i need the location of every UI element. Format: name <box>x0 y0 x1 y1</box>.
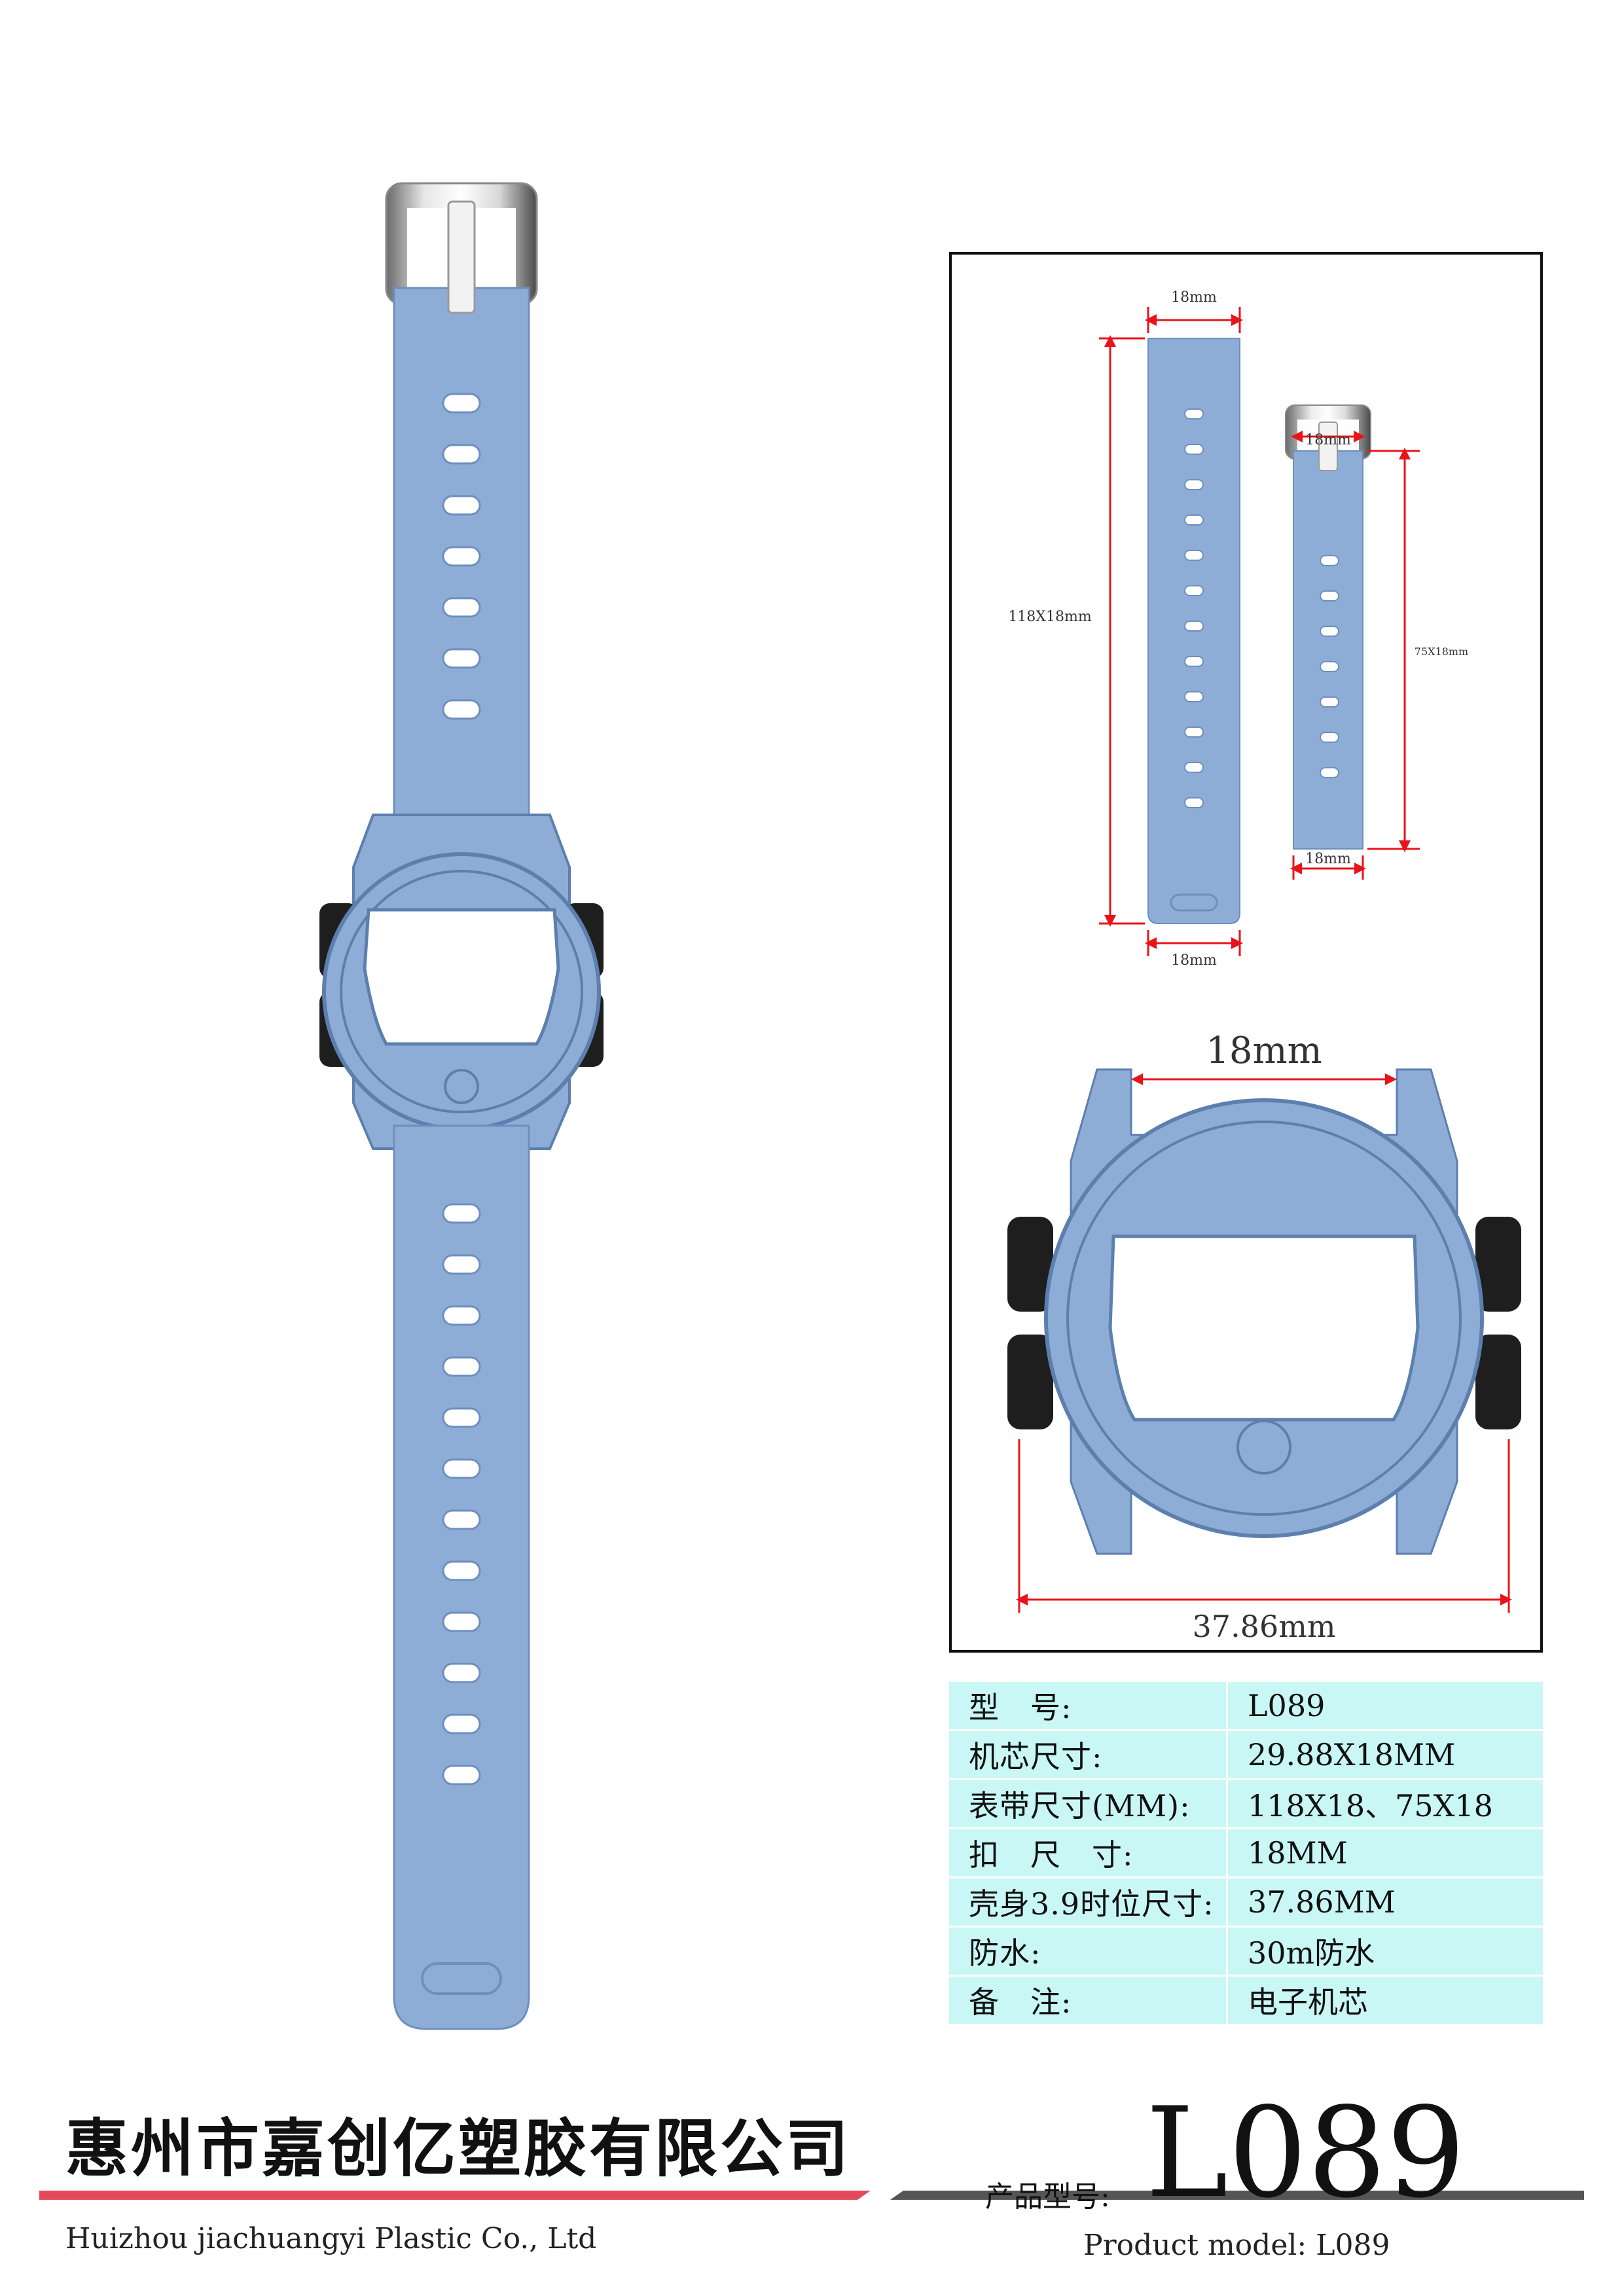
table-row: 机芯尺寸:29.88X18MM <box>949 1730 1543 1780</box>
strap-hole <box>442 1356 481 1377</box>
strap-hole <box>1184 479 1204 490</box>
dim-top-strap-length: 118X18mm <box>1008 609 1092 625</box>
spec-value: 37.86MM <box>1227 1877 1543 1928</box>
dim-bottom-strap-length: 75X18mm <box>1415 645 1468 658</box>
strap-hole <box>1184 550 1204 561</box>
strap-hole <box>442 1713 481 1734</box>
spec-value: 30m防水 <box>1227 1926 1543 1977</box>
spec-key: 扣 尺 寸: <box>949 1828 1228 1878</box>
strap-hole <box>442 495 481 516</box>
strap-hole <box>1184 726 1204 738</box>
spec-key: 备 注: <box>949 1975 1228 2026</box>
dim-top-strap-width: 18mm <box>1171 289 1217 306</box>
strap-hole <box>1320 732 1339 743</box>
dim-bottom-strap-width: 18mm <box>1305 851 1351 867</box>
strap-hole <box>1184 797 1204 808</box>
dim-case-width: 37.86mm <box>1193 1609 1336 1644</box>
spec-key: 型 号: <box>949 1682 1228 1731</box>
company-name-en: Huizhou jiachuangyi Plastic Co., Ltd <box>65 2222 597 2255</box>
spec-key: 壳身3.9时位尺寸: <box>949 1877 1228 1928</box>
strap-hole <box>442 1560 481 1581</box>
model-label-en: Product model: L089 <box>1083 2229 1390 2262</box>
dim-lug-width: 18mm <box>1206 1030 1322 1072</box>
strap-hole <box>442 597 481 618</box>
watch-full-illustration <box>319 182 604 2030</box>
strap-hole <box>1184 620 1204 632</box>
table-row: 型 号:L089 <box>949 1682 1543 1731</box>
strap-hole <box>442 1254 481 1275</box>
short-strap-drawing <box>1285 404 1371 850</box>
spec-value: 电子机芯 <box>1227 1975 1543 2026</box>
strap-hole <box>442 648 481 669</box>
strap-hole <box>1320 696 1339 708</box>
strap-hole <box>442 1407 481 1428</box>
strap-hole <box>1184 691 1204 702</box>
spec-value: 18MM <box>1227 1828 1543 1878</box>
long-strap-holes <box>1184 408 1204 808</box>
strap-hole <box>442 393 481 414</box>
top-strap <box>393 200 530 839</box>
spec-table-body: 型 号:L089 机芯尺寸:29.88X18MM 表带尺寸(MM):118X18… <box>949 1682 1543 2026</box>
company-name-cn: 惠州市嘉创亿塑胶有限公司 <box>65 2111 851 2185</box>
model-label-cn: 产品型号: <box>985 2180 1110 2214</box>
strap-hole <box>1184 408 1204 420</box>
model-code: L089 <box>1146 2081 1466 2225</box>
strap-hole <box>442 546 481 567</box>
table-row: 壳身3.9时位尺寸:37.86MM <box>949 1877 1543 1928</box>
strap-hole <box>442 1305 481 1326</box>
table-row: 备 注:电子机芯 <box>949 1975 1543 2026</box>
strap-hole <box>1184 656 1204 667</box>
strap-hole <box>442 1509 481 1530</box>
table-row: 防水:30m防水 <box>949 1926 1543 1977</box>
spec-table: 型 号:L089 机芯尺寸:29.88X18MM 表带尺寸(MM):118X18… <box>949 1682 1543 2026</box>
strap-hole <box>442 1662 481 1683</box>
strap-hole <box>1320 767 1339 778</box>
bottom-strap <box>393 1124 530 2030</box>
spec-value: L089 <box>1227 1682 1543 1731</box>
strap-hole <box>1184 762 1204 773</box>
strap-hole <box>1320 626 1339 637</box>
long-strap-drawing <box>1147 338 1240 924</box>
watch-case <box>319 814 604 1150</box>
strap-hole <box>442 1458 481 1479</box>
table-row: 表带尺寸(MM):118X18、75X18 <box>949 1779 1543 1829</box>
strap-hole <box>442 1203 481 1224</box>
spec-key: 表带尺寸(MM): <box>949 1779 1228 1829</box>
strap-hole <box>1184 585 1204 596</box>
strap-hole <box>442 699 481 720</box>
spec-key: 防水: <box>949 1926 1228 1977</box>
strap-hole <box>1320 555 1339 566</box>
spec-key: 机芯尺寸: <box>949 1730 1228 1780</box>
strap-hole <box>1184 514 1204 526</box>
strap-hole <box>442 444 481 465</box>
dim-top-strap-bottom-width: 18mm <box>1171 952 1217 969</box>
table-row: 扣 尺 寸:18MM <box>949 1828 1543 1878</box>
dimension-diagram-frame: 18mm 118X18mm 18mm 18mm 75X18mm 18mm 18m… <box>949 252 1543 1653</box>
case-drawing <box>1007 1068 1521 1555</box>
top-strap-holes <box>442 393 481 720</box>
strap-hole <box>1320 590 1339 601</box>
bottom-strap-holes <box>442 1203 481 1785</box>
strap-hole <box>442 1765 481 1785</box>
footer-divider <box>39 2191 1584 2200</box>
strap-hole <box>1320 661 1339 672</box>
dimension-lines <box>1016 307 1512 1613</box>
strap-hole <box>442 1611 481 1632</box>
strap-hole <box>1184 444 1204 455</box>
short-strap-holes <box>1320 555 1339 778</box>
spec-value: 118X18、75X18 <box>1227 1779 1543 1829</box>
dimension-diagram: 18mm 118X18mm 18mm 18mm 75X18mm 18mm 18m… <box>1007 289 1521 1644</box>
spec-value: 29.88X18MM <box>1227 1730 1543 1780</box>
dim-buckle-width: 18mm <box>1305 432 1351 448</box>
